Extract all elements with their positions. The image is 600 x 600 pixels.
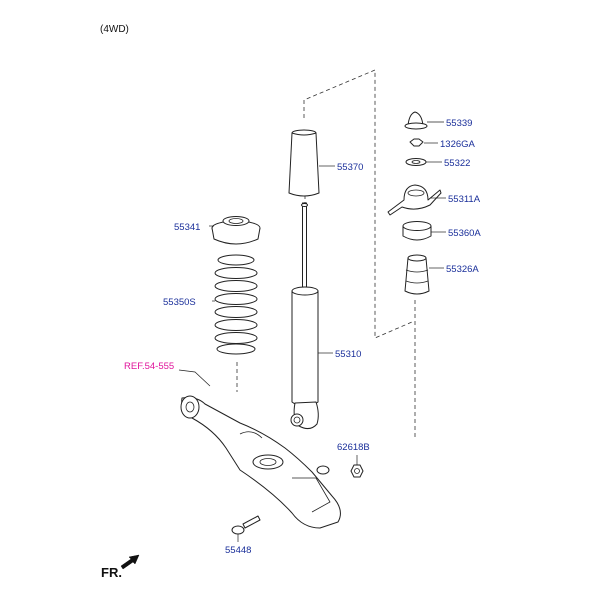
part-label-55448: 55448 bbox=[225, 545, 251, 556]
front-arrow-icon bbox=[120, 554, 140, 570]
mounting-bolt[interactable] bbox=[231, 515, 261, 535]
part-label-62618B: 62618B bbox=[337, 442, 370, 453]
part-label-55350S: 55350S bbox=[163, 297, 196, 308]
washer[interactable] bbox=[405, 158, 427, 166]
nut[interactable] bbox=[409, 138, 424, 147]
part-label-55370: 55370 bbox=[337, 162, 363, 173]
part-label-55322: 55322 bbox=[444, 158, 470, 169]
part-label-55310: 55310 bbox=[335, 349, 361, 360]
part-label-55326A: 55326A bbox=[446, 264, 479, 275]
part-label-55311A: 55311A bbox=[448, 194, 481, 205]
spring-pad[interactable] bbox=[211, 216, 261, 245]
bump-stopper-cap[interactable] bbox=[404, 111, 428, 130]
leader-lines bbox=[178, 121, 446, 542]
part-label-55339: 55339 bbox=[446, 118, 472, 129]
dust-cover[interactable] bbox=[288, 129, 320, 197]
bump-stopper[interactable] bbox=[404, 254, 430, 295]
part-label-55360A: 55360A bbox=[448, 228, 481, 239]
variant-header: (4WD) bbox=[100, 24, 129, 35]
strut-mount-bracket[interactable] bbox=[387, 184, 442, 216]
assembly-guide-lines bbox=[236, 69, 416, 440]
part-label-1326GA: 1326GA bbox=[440, 139, 476, 150]
reference-label[interactable]: REF.54-555 bbox=[124, 361, 174, 372]
coil-spring[interactable] bbox=[214, 254, 258, 355]
front-direction-indicator: FR. bbox=[101, 554, 140, 580]
lower-control-arm bbox=[180, 395, 341, 529]
shock-absorber[interactable] bbox=[290, 202, 319, 430]
lower-nut[interactable] bbox=[350, 464, 364, 478]
part-label-55341: 55341 bbox=[174, 222, 200, 233]
insulator[interactable] bbox=[402, 221, 432, 241]
front-direction-label: FR. bbox=[101, 565, 122, 580]
